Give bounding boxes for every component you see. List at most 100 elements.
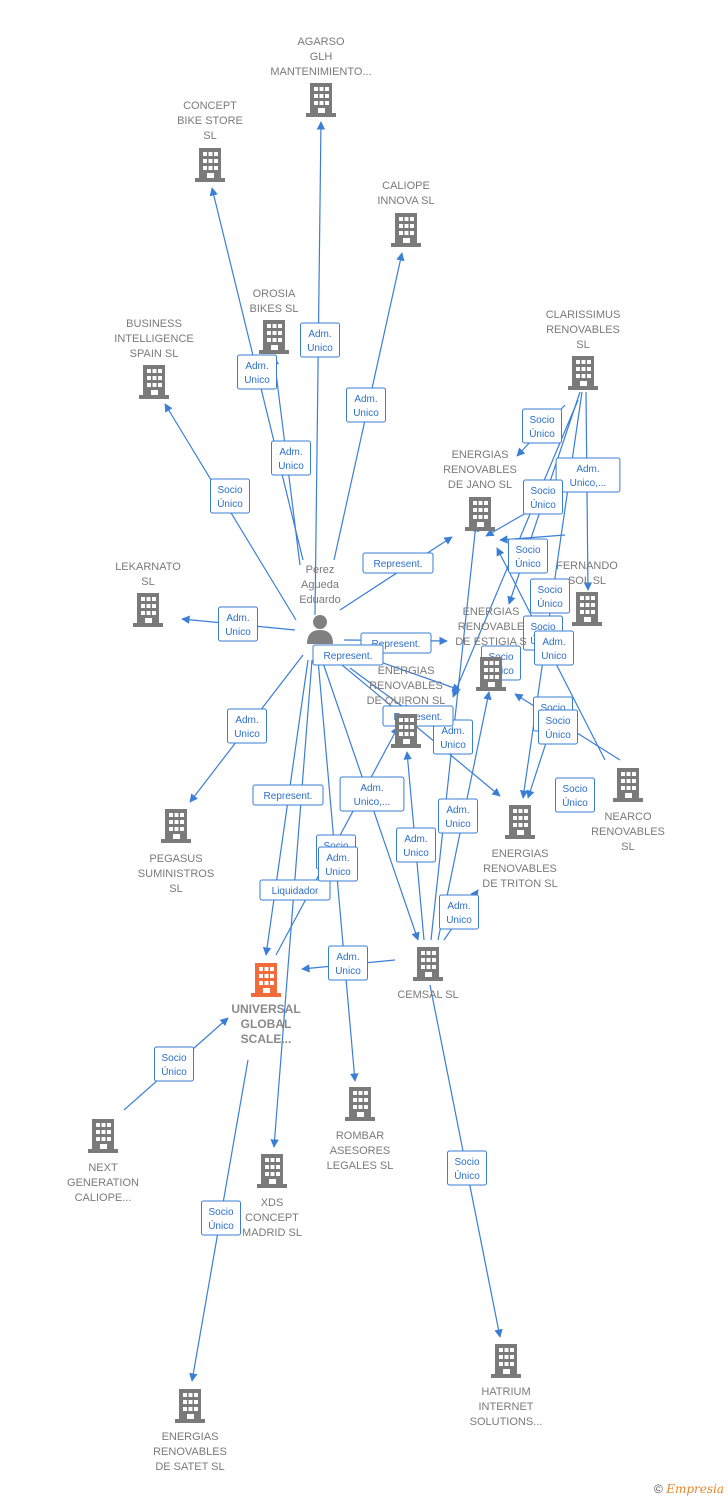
building-icon xyxy=(195,148,225,182)
node-label-line: DE TRITON SL xyxy=(482,878,557,890)
node-agarso[interactable]: AGARSOGLHMANTENIMIENTO... xyxy=(270,36,372,117)
node-label-line: BIKE STORE xyxy=(177,115,243,127)
edge-label-text: Represent. xyxy=(372,639,421,650)
edge-label-text: Represent. xyxy=(394,712,443,723)
edge-label-adm-unico[interactable]: Adm.Unico xyxy=(346,387,386,423)
edge-label-adm-unico-ellipsis[interactable]: Adm.Unico,... xyxy=(555,457,621,493)
edge-label-text: Socio xyxy=(515,545,540,556)
edge-label-text: Unico,... xyxy=(354,797,391,808)
node-next-gen[interactable]: NEXTGENERATIONCALIOPE... xyxy=(67,1119,139,1204)
node-hatrium[interactable]: HATRIUMINTERNETSOLUTIONS... xyxy=(470,1344,543,1428)
edge-label-adm-unico[interactable]: Adm.Unico xyxy=(396,827,436,863)
edge-label-represent[interactable]: Represent. xyxy=(312,644,384,666)
edge-label-text: Unico xyxy=(353,408,379,419)
node-label-line: FERNANDO xyxy=(556,560,618,572)
edge-label-text: Unico xyxy=(541,651,567,662)
edge-label-text: Socio xyxy=(217,485,242,496)
node-label-line: GLOBAL xyxy=(241,1017,292,1031)
node-label-line: AGARSO xyxy=(297,36,345,48)
edge-label-text: Único xyxy=(217,497,243,510)
edge-label-represent[interactable]: Represent. xyxy=(252,784,324,806)
edge-label-text: Único xyxy=(529,427,555,440)
edge-label-adm-unico[interactable]: Adm.Unico xyxy=(218,606,258,642)
edge-label-adm-unico[interactable]: Adm.Unico xyxy=(271,440,311,476)
edge-label-liquidador[interactable]: Liquidador xyxy=(259,879,331,901)
node-label-line: CEMSAL SL xyxy=(397,989,458,1001)
node-label-line: RENOVABLES xyxy=(443,464,517,476)
node-label-line: PEGASUS xyxy=(149,853,202,865)
node-cemsal[interactable]: CEMSAL SL xyxy=(397,947,459,1001)
relation-edge xyxy=(349,667,411,713)
node-fernando-sol[interactable]: FERNANDO SOL SL xyxy=(556,560,618,626)
node-label-line: UNIVERSAL xyxy=(231,1002,300,1016)
node-label-line: XDS xyxy=(261,1197,284,1209)
edge-label-adm-unico[interactable]: Adm.Unico xyxy=(237,354,277,390)
edge-label-text: Unico xyxy=(335,966,361,977)
edge-label-represent[interactable]: Represent. xyxy=(382,705,454,727)
node-label-line: SOL SL xyxy=(568,575,606,587)
edge-label-adm-unico[interactable]: Adm.Unico xyxy=(438,798,478,834)
node-label-line: NEXT xyxy=(88,1162,118,1174)
node-label-line: SL xyxy=(141,576,154,588)
edge-label-text: Adm. xyxy=(308,329,331,340)
edge-label-adm-unico-ellipsis[interactable]: Adm.Unico,... xyxy=(339,776,405,812)
building-icon xyxy=(88,1119,118,1153)
node-label-line: CONCEPT xyxy=(245,1212,299,1224)
edge-label-adm-unico[interactable]: Adm.Unico xyxy=(227,708,267,744)
edge-label-adm-unico[interactable]: Adm. Unico xyxy=(300,322,340,358)
node-label-line: SL xyxy=(169,883,182,895)
edge-label-text: Unico xyxy=(307,343,333,354)
edge-label-text: Socio xyxy=(529,415,554,426)
node-label-line: BUSINESS xyxy=(126,318,182,330)
edge-label-adm-unico[interactable]: Adm.Unico xyxy=(318,846,358,882)
edge-label-text: Unico,... xyxy=(570,478,607,489)
edge-label-text: Adm. xyxy=(447,901,470,912)
edge-label-adm-unico[interactable]: Adm.Unico xyxy=(534,630,574,666)
edge-label-text: Adm. xyxy=(245,361,268,372)
edge-label-text: Socio xyxy=(161,1053,186,1064)
edge-label-text: Adm. xyxy=(336,952,359,963)
edge-label-represent[interactable]: Represent. xyxy=(362,552,434,574)
node-label-line: ENERGIAS xyxy=(492,848,549,860)
edge-label-text: Unico xyxy=(278,461,304,472)
node-universal[interactable]: UNIVERSALGLOBALSCALE... xyxy=(231,963,301,1046)
node-label-line: RENOVABLES xyxy=(369,680,443,692)
edge-label-text: Único xyxy=(562,796,588,809)
node-label-line: SPAIN SL xyxy=(130,348,179,360)
building-icon xyxy=(345,1087,375,1121)
building-icon xyxy=(413,947,443,981)
node-label-line: RENOVABLES xyxy=(153,1446,227,1458)
building-icon xyxy=(259,320,289,354)
edge-label-adm-unico[interactable]: Adm. Unico xyxy=(328,945,368,981)
edge-label-adm-unico[interactable]: Adm.Unico xyxy=(439,894,479,930)
empresia-logo[interactable]: Empresia xyxy=(666,1482,724,1496)
node-label-line: LEGALES SL xyxy=(327,1160,394,1172)
